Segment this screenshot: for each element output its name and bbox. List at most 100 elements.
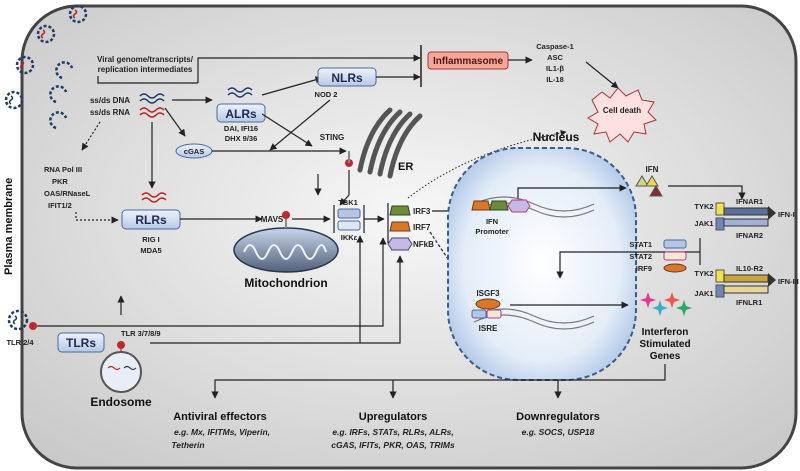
nlrs-label: NLRs (331, 71, 363, 85)
ifn3-label: IFN-III (778, 277, 799, 286)
tlr24-label: TLR 2/4 (6, 338, 34, 347)
ikke-box (337, 220, 361, 231)
endosome (100, 351, 142, 393)
tyk2-a-label: TYK2 (694, 202, 713, 211)
jak1-b-box (715, 284, 725, 298)
ifn-triangle (649, 185, 663, 197)
upreg-examples1: e.g. IRFs, STATs, RLRs, ALRs, (332, 427, 453, 437)
uncoating-virus-icon (49, 85, 68, 104)
rna-strand-icon (141, 192, 167, 198)
caspase-label: Caspase-1 (536, 42, 574, 51)
rna-strand-icon (139, 112, 165, 118)
inflammasome-label: Inflammasome (433, 56, 503, 67)
ifn-promoter-label2: Promoter (475, 227, 508, 236)
virus-icon (36, 24, 56, 44)
nod2-label: NOD 2 (315, 90, 338, 99)
stat2-bound-shape (486, 309, 502, 319)
ifn-label: IFN (646, 165, 659, 174)
tyk2-a-box (715, 202, 725, 216)
ifnlr1-bar (723, 285, 769, 294)
dna-strand-icon (227, 87, 253, 93)
ifnar2-bar (723, 218, 769, 227)
ifnlr-tip-icon (768, 273, 776, 287)
stat1-bound-shape (471, 309, 487, 319)
surface-virus-icon (7, 309, 29, 331)
rnapol-label: RNA Pol III (44, 165, 82, 174)
antiviral-examples2: Tetherin (171, 440, 204, 450)
cell-death-label: Cell death (603, 106, 641, 115)
oas-label: OAS/RNaseL (44, 189, 91, 198)
virus-icon (15, 55, 35, 75)
rna-strand-icon (141, 197, 167, 203)
jak1-a-label: JAK1 (694, 219, 713, 228)
nfkb-label: NFkB (413, 240, 434, 249)
isre-label: ISRE (479, 324, 498, 333)
mda5-label: MDA5 (140, 246, 161, 255)
antiviral-examples1: e.g. Mx, IFITMs, Viperin, (174, 427, 270, 437)
ifn1-label: IFN-I (778, 210, 795, 219)
sting-label: STING (320, 133, 344, 142)
alrs-sub2: DHX 9/36 (225, 134, 258, 143)
nfkb-bound-shape (507, 199, 531, 213)
isg-label1: Interferon (642, 327, 689, 338)
viral-genome-label: Viral genome/transcripts/ (97, 55, 194, 64)
tbk1-label: TBK1 (338, 198, 358, 207)
isg-label3: Genes (650, 351, 681, 362)
tlr3789-label: TLR 3/7/8/9 (121, 329, 161, 338)
downreg-examples: e.g. SOCS, USP18 (522, 427, 595, 437)
ifnar1-bar (723, 207, 769, 216)
ifn-triangle (635, 175, 649, 187)
er-organelle (357, 107, 423, 179)
tlrs-box (57, 332, 105, 353)
irf9-bound-shape (475, 298, 501, 310)
irf3-shape (389, 205, 411, 216)
jak1-b-label: JAK1 (694, 289, 713, 298)
irf9-oval (663, 263, 687, 273)
irf7-label: IRF7 (413, 223, 431, 232)
uncoating-virus-icon (49, 111, 68, 130)
rna-strand-icon (139, 107, 165, 113)
cell-death-burst (587, 87, 657, 143)
ifnar1-label: IFNAR1 (736, 197, 763, 206)
irf9-label: IRF9 (636, 264, 652, 273)
tlrs-label: TLRs (66, 336, 96, 350)
tbk1-box (337, 208, 361, 219)
il10r2-label: IL10-R2 (736, 264, 763, 273)
nucleus (447, 147, 637, 381)
tlr24-receptor (29, 322, 37, 330)
tyk2-b-box (715, 269, 725, 283)
stat1-label: STAT1 (629, 240, 652, 249)
il18-label: IL-18 (546, 75, 564, 84)
downreg-title: Downregulators (516, 411, 600, 423)
rlrs-label: RLRs (135, 213, 167, 227)
uncoating-virus-icon (55, 61, 74, 80)
ifn-promoter-label1: IFN (486, 217, 498, 226)
ifnlr1-label: IFNLR1 (736, 298, 762, 307)
isgf3-label: ISGF3 (476, 289, 500, 298)
antiviral-title: Antiviral effectors (173, 411, 267, 423)
isg-protein-icons (640, 292, 692, 316)
mitochondrion-label: Mitochondrion (244, 276, 327, 290)
er-label: ER (398, 161, 413, 173)
irf3-bound-shape (489, 200, 509, 211)
stat1-box (663, 239, 687, 249)
pkr-label: PKR (52, 177, 68, 186)
replication-label: replication intermediates (98, 65, 193, 74)
virus-icon (68, 4, 88, 24)
irf7-shape (389, 221, 411, 232)
il1b-label: IL1-β (546, 64, 564, 73)
tyk2-b-label: TYK2 (694, 269, 713, 278)
nucleus-title: Nucleus (533, 130, 580, 144)
ifnar-tip-icon (768, 206, 776, 220)
isg-label2: Stimulated (639, 339, 690, 350)
upreg-examples2: cGAS, IFITs, PKR, OAS, TRIMs (331, 440, 455, 450)
mavs-label: MAVS (261, 215, 284, 224)
stat2-label: STAT2 (629, 252, 652, 261)
mavs-dot (282, 211, 290, 219)
il10r2-bar (723, 274, 769, 283)
stat2-box (663, 251, 687, 261)
nfkb-shape (387, 237, 413, 251)
irf7-bound-shape (471, 200, 491, 211)
tlr3789-receptor (117, 341, 125, 349)
